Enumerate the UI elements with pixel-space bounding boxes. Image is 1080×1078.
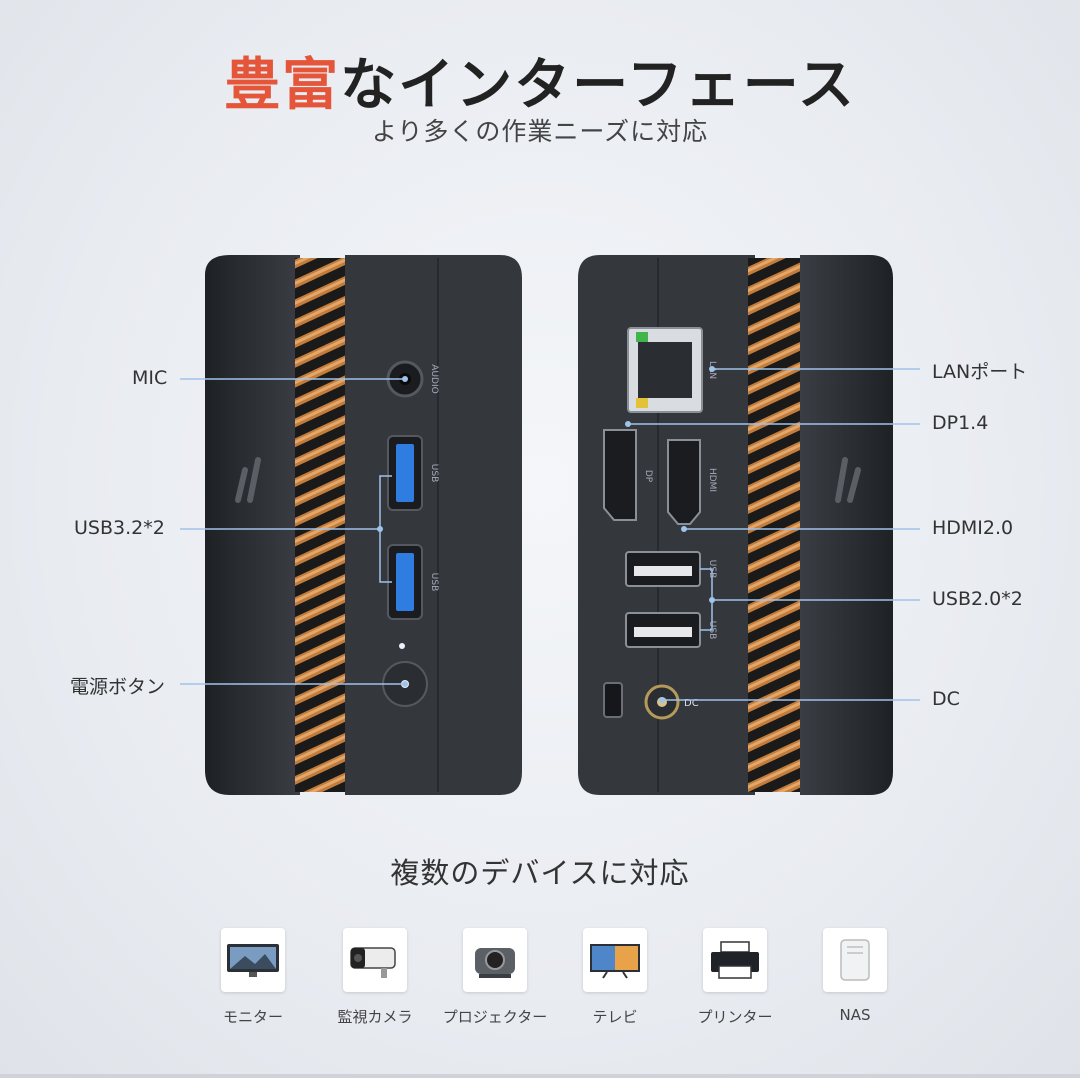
- device-list: モニター 監視カメラ プロジェクター: [200, 928, 900, 1028]
- label-usb32: USB3.2*2: [74, 517, 165, 539]
- bottom-divider: [0, 1074, 1080, 1078]
- title-rest: なインターフェース: [340, 53, 856, 118]
- lan-port: [627, 327, 703, 413]
- device-security-camera: 監視カメラ: [315, 928, 435, 1027]
- callout-dots: [377, 366, 715, 703]
- device-monitor: モニター: [193, 928, 313, 1027]
- page-subtitle: より多くの作業ニーズに対応: [371, 117, 709, 146]
- usb2-port-2: [625, 612, 701, 648]
- mini-pc-left-side: [205, 255, 522, 795]
- device-label: 監視カメラ: [337, 1008, 413, 1026]
- displayport-port: [603, 429, 637, 521]
- label-power-button: 電源ボタン: [70, 676, 166, 698]
- label-dc: DC: [932, 688, 960, 710]
- device-label: プロジェクター: [442, 1008, 548, 1026]
- product-illustration: AUDIO USB USB LAN DP HDMI: [180, 255, 920, 795]
- device-label: モニター: [222, 1008, 283, 1026]
- label-usb20: USB2.0*2: [932, 588, 1023, 610]
- usb2-port-1: [625, 551, 701, 587]
- label-hdmi: HDMI2.0: [932, 517, 1014, 539]
- audio-marking: AUDIO: [429, 364, 439, 393]
- device-printer: プリンター: [675, 928, 795, 1027]
- devices-section-title: 複数のデバイスに対応: [390, 856, 690, 890]
- page-title: 豊富なインターフェース: [0, 40, 1080, 121]
- label-dp: DP1.4: [932, 412, 989, 434]
- usb3-port-2: [387, 544, 423, 620]
- mini-pc-right-side: [578, 255, 893, 795]
- printer-icon: [711, 941, 759, 979]
- label-lan: LANポート: [932, 361, 1028, 383]
- device-tv: テレビ: [555, 928, 675, 1027]
- hdmi-port: [667, 439, 701, 525]
- dc-marking: DC: [684, 698, 699, 709]
- usb-marking-1: USB: [429, 464, 439, 482]
- title-accent: 豊富: [224, 53, 341, 118]
- device-label: NAS: [839, 1006, 871, 1024]
- label-mic: MIC: [132, 367, 168, 389]
- nas-icon: [840, 939, 870, 981]
- monitor-icon: [227, 944, 279, 977]
- device-label: テレビ: [592, 1008, 638, 1026]
- projector-icon: [475, 948, 515, 978]
- device-nas: NAS: [795, 928, 915, 1024]
- hdmi-marking: HDMI: [707, 468, 717, 492]
- dp-marking: DP: [643, 470, 653, 483]
- tv-icon: [590, 944, 640, 979]
- usb3-port-1: [387, 435, 423, 511]
- usb-marking-2: USB: [429, 573, 439, 591]
- security-camera-icon: [350, 947, 396, 978]
- device-projector: プロジェクター: [435, 928, 555, 1027]
- device-label: プリンター: [697, 1008, 773, 1026]
- kensington-lock: [603, 682, 623, 718]
- power-led: [399, 643, 405, 649]
